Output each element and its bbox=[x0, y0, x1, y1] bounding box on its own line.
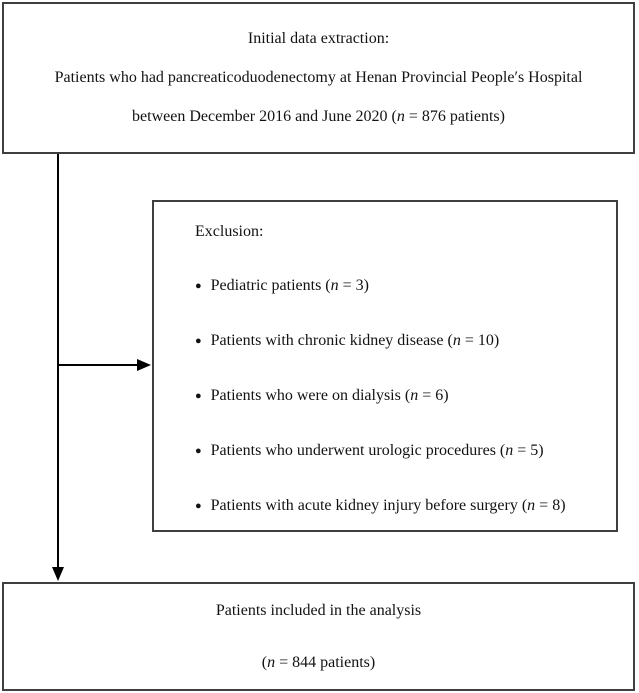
right-arrowhead-icon bbox=[137, 359, 151, 371]
bullet-icon: ● bbox=[195, 445, 202, 457]
exclusion-item: ● Patients who were on dialysis (n = 6) bbox=[195, 387, 608, 406]
initial-extraction-population: Patients who had pancreaticoduodenectomy… bbox=[54, 69, 583, 86]
included-title: Patients included in the analysis bbox=[215, 601, 422, 619]
exclusion-item-label: Patients who were on dialysis (n = 6) bbox=[210, 387, 449, 404]
bullet-icon: ● bbox=[195, 280, 202, 292]
bullet-icon: ● bbox=[195, 390, 202, 402]
down-arrowhead-icon bbox=[52, 567, 64, 581]
initial-extraction-title: Initial data extraction: bbox=[247, 30, 390, 47]
initial-extraction-box: Initial data extraction: Patients who ha… bbox=[2, 2, 635, 154]
included-box: Patients included in the analysis (n = 8… bbox=[2, 582, 635, 691]
exclusion-item-label: Patients who underwent urologic procedur… bbox=[210, 442, 544, 459]
exclusion-item: ● Pediatric patients (n = 3) bbox=[195, 277, 608, 296]
bullet-icon: ● bbox=[195, 335, 202, 347]
exclusion-heading: Exclusion: bbox=[195, 223, 264, 240]
bullet-icon: ● bbox=[195, 500, 202, 512]
exclusion-item: ● Patients who underwent urologic proced… bbox=[195, 442, 608, 461]
exclusion-box: Exclusion: ● Pediatric patients (n = 3) … bbox=[152, 200, 618, 532]
exclusion-item: ● Patients with chronic kidney disease (… bbox=[195, 332, 608, 351]
initial-extraction-period-count: between December 2016 and June 2020 (n =… bbox=[132, 108, 505, 125]
exclusion-item-label: Patients with acute kidney injury before… bbox=[210, 497, 566, 514]
included-count: (n = 844 patients) bbox=[261, 653, 376, 671]
exclusion-item-label: Pediatric patients (n = 3) bbox=[210, 277, 369, 294]
exclusion-item: ● Patients with acute kidney injury befo… bbox=[195, 497, 608, 516]
exclusion-item-label: Patients with chronic kidney disease (n … bbox=[210, 332, 500, 349]
